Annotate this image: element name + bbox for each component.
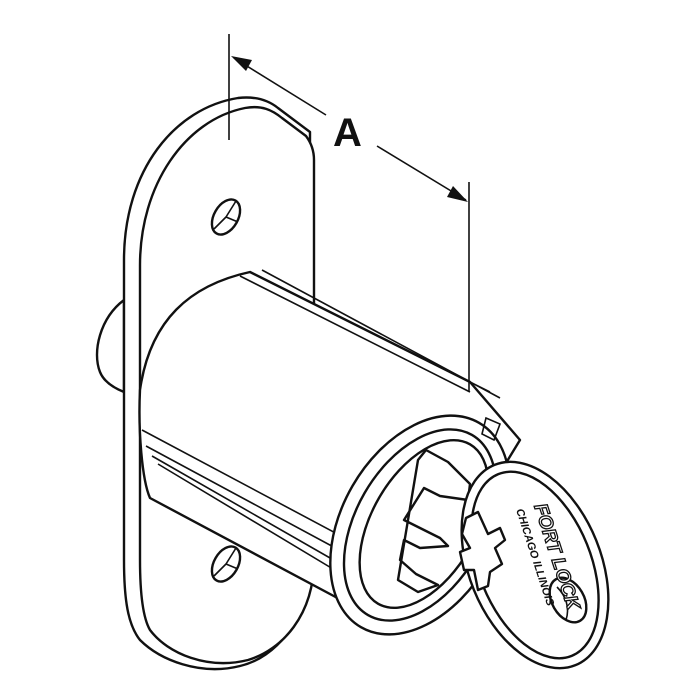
dimension-arrow-right: [376, 145, 468, 202]
key: FORT LOCK CHICAGO ILLINOIS: [458, 460, 610, 670]
screw-hole-upper: [210, 198, 242, 236]
cylinder-ridge-bottom: [141, 429, 391, 591]
key-logo-icon: [458, 510, 507, 592]
cylinder-ridge-top: [239, 269, 501, 399]
rear-latch: [95, 298, 126, 394]
keyway-plug: [396, 448, 472, 594]
dimension-label-a: A: [333, 111, 362, 155]
screw-hole-lower: [210, 545, 242, 583]
dimension-arrow-left: [231, 56, 327, 116]
lock-face: [329, 414, 511, 636]
